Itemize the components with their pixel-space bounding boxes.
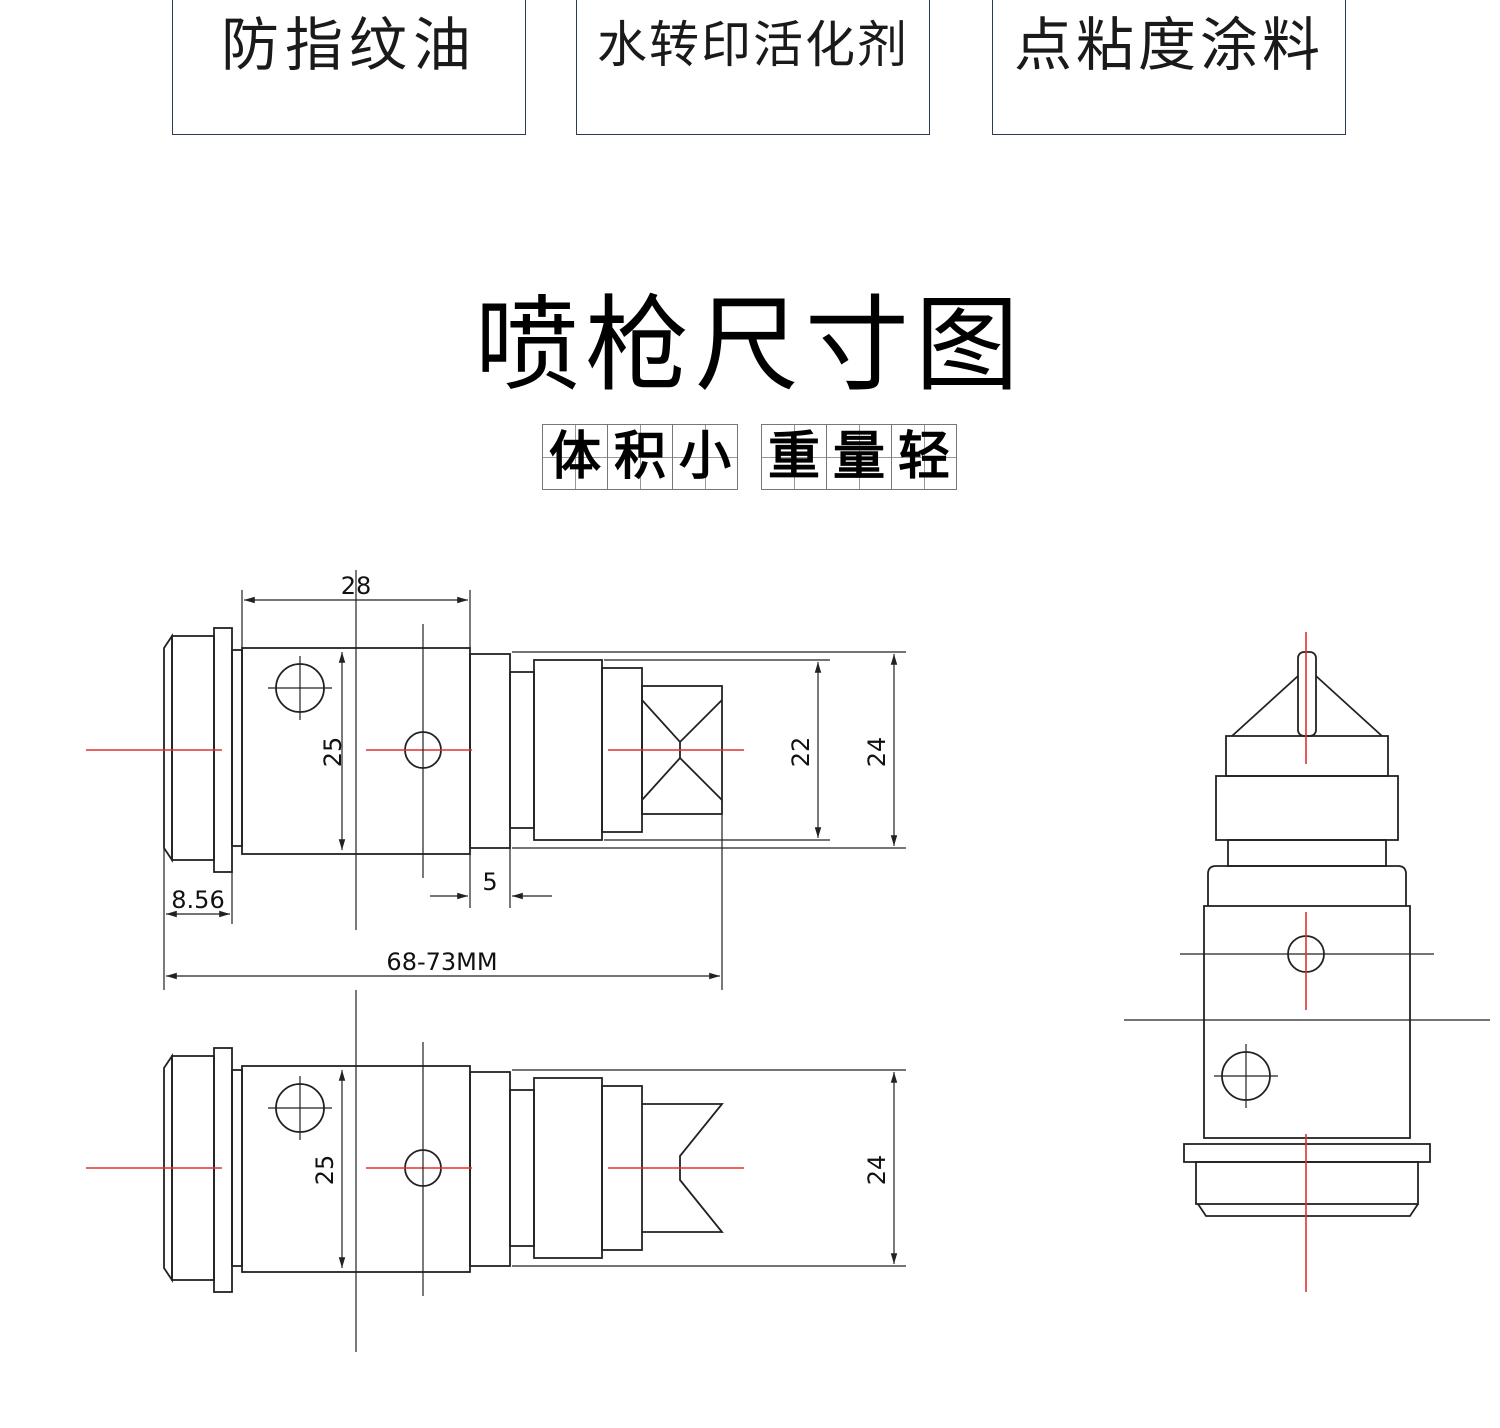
grid-char: 量 xyxy=(826,424,892,490)
knurled-knob xyxy=(171,635,215,861)
subtitle-small-size: 体 积 小 xyxy=(542,424,738,490)
side-view-bottom: 25 24 xyxy=(86,990,906,1352)
dim-5-label: 5 xyxy=(482,868,497,896)
dim-24-label: 24 xyxy=(863,737,891,768)
dim-8-56-label: 8.56 xyxy=(171,886,224,914)
dim-24-label: 24 xyxy=(863,1155,891,1186)
tag-water-transfer-activator: 水转印活化剂 xyxy=(576,0,930,135)
grid-char: 小 xyxy=(672,424,738,490)
grid-char: 重 xyxy=(761,424,827,490)
page-title: 喷枪尺寸图 xyxy=(474,284,1025,406)
side-view-top: 28 25 22 24 5 8.56 68-73MM xyxy=(86,570,906,990)
tag-anti-fingerprint-oil: 防指纹油 xyxy=(172,0,526,135)
tag-label: 水转印活化剂 xyxy=(597,16,909,74)
dim-22-label: 22 xyxy=(787,737,815,768)
needle-tip xyxy=(1297,651,1317,737)
tag-label: 防指纹油 xyxy=(220,11,477,79)
dim-68-73mm-label: 68-73MM xyxy=(386,948,497,976)
grid-char: 轻 xyxy=(891,424,957,490)
grid-char: 体 xyxy=(542,424,608,490)
subtitle: 体 积 小 重 量 轻 xyxy=(0,424,1500,490)
body-front xyxy=(1203,905,1411,1139)
hatched-cap xyxy=(1215,775,1399,841)
end-view xyxy=(1124,632,1490,1292)
dim-25-label: 25 xyxy=(311,1155,339,1186)
dim-25-label: 25 xyxy=(319,737,347,768)
tag-dot-viscosity-coating: 点粘度涂料 xyxy=(992,0,1346,135)
tag-label: 点粘度涂料 xyxy=(1013,11,1324,79)
knurled-base xyxy=(1195,1161,1419,1205)
subtitle-light-weight: 重 量 轻 xyxy=(761,424,957,490)
grid-char: 积 xyxy=(607,424,673,490)
dim-28-label: 28 xyxy=(341,572,372,600)
nozzle-knurl xyxy=(533,659,603,841)
nozzle-knurl xyxy=(533,1077,603,1259)
